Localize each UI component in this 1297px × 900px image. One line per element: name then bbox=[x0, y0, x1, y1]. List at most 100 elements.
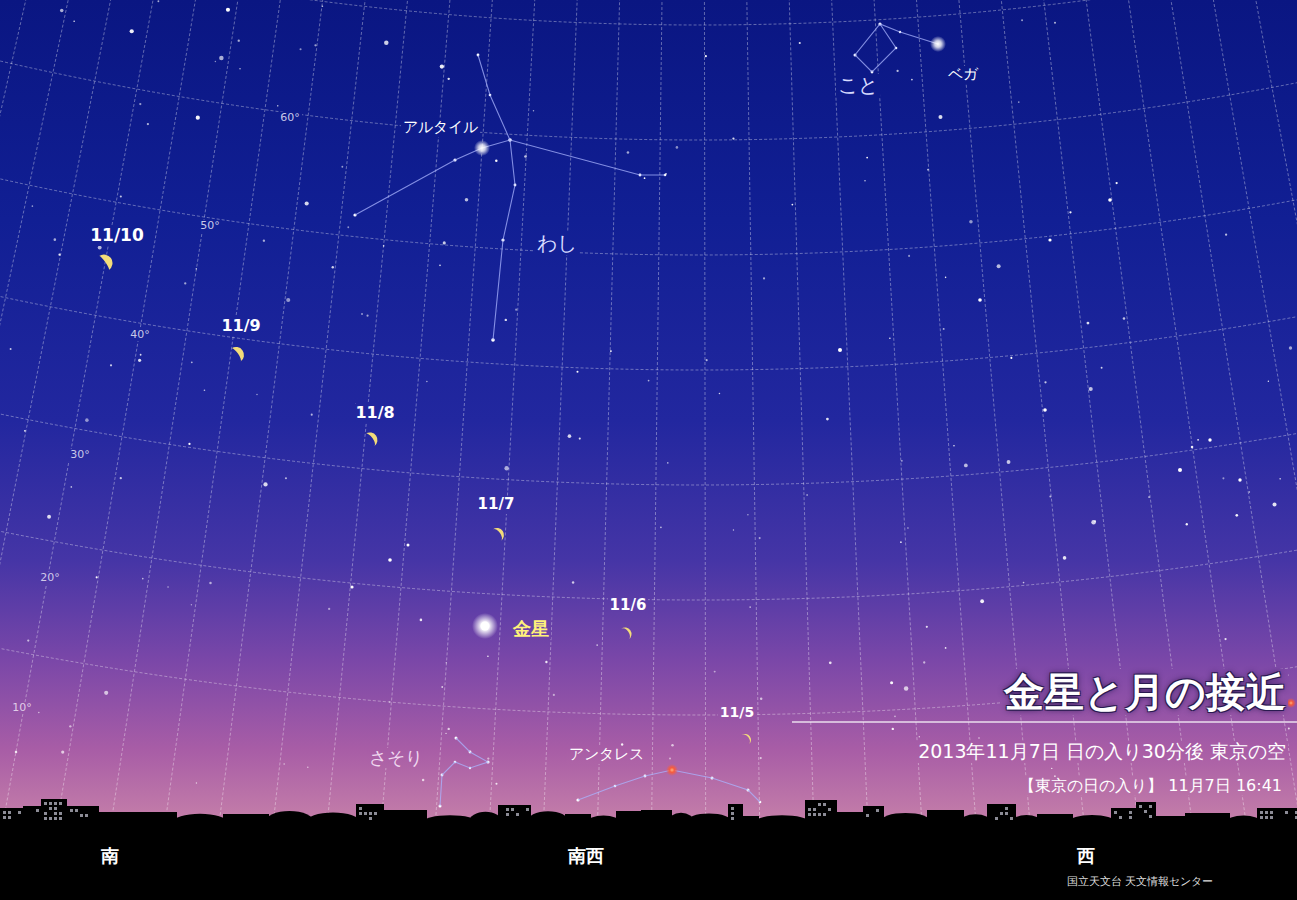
window-light bbox=[3, 811, 6, 814]
star bbox=[61, 751, 64, 754]
star bbox=[110, 364, 112, 366]
bright-stars bbox=[472, 36, 1296, 776]
window-light bbox=[731, 812, 734, 815]
azimuth-line bbox=[0, 0, 70, 830]
window-light bbox=[1149, 805, 1152, 808]
star bbox=[328, 608, 330, 610]
altitude-label: 10° bbox=[10, 702, 34, 715]
azimuth-line bbox=[704, 0, 705, 830]
star bbox=[553, 694, 555, 696]
building bbox=[743, 816, 759, 823]
window-light bbox=[44, 802, 47, 805]
chart-title: 金星と月の接近 bbox=[1002, 669, 1288, 715]
venus-core bbox=[481, 622, 490, 631]
star bbox=[440, 64, 444, 68]
star bbox=[1225, 234, 1227, 236]
star bbox=[1018, 101, 1020, 103]
star bbox=[890, 681, 893, 684]
star bbox=[70, 486, 72, 488]
building bbox=[384, 810, 427, 823]
window-light bbox=[374, 812, 377, 815]
window-light bbox=[516, 813, 519, 816]
window-light bbox=[369, 817, 372, 820]
window-light bbox=[1265, 816, 1268, 819]
window-light bbox=[1129, 811, 1132, 814]
star bbox=[332, 266, 334, 268]
moon-date: 11/8 bbox=[353, 404, 396, 422]
star bbox=[648, 380, 650, 382]
window-light bbox=[80, 814, 83, 817]
star bbox=[945, 647, 947, 649]
window-light bbox=[8, 816, 11, 819]
star bbox=[733, 529, 734, 530]
star bbox=[545, 661, 547, 663]
azimuth-line bbox=[874, 0, 923, 830]
star bbox=[610, 350, 612, 352]
star bbox=[1178, 468, 1182, 472]
azimuth-line bbox=[110, 0, 239, 830]
azimuth-line bbox=[652, 0, 663, 830]
star bbox=[568, 434, 572, 438]
building bbox=[1156, 816, 1185, 823]
building bbox=[223, 814, 269, 823]
window-light bbox=[995, 817, 998, 820]
window-light bbox=[49, 807, 52, 810]
star bbox=[1148, 496, 1150, 498]
star bbox=[576, 371, 578, 373]
window-light bbox=[823, 803, 826, 806]
window-light bbox=[59, 812, 62, 815]
direction-label: 南 bbox=[101, 846, 119, 867]
lyra-line bbox=[855, 24, 938, 72]
star bbox=[407, 544, 410, 547]
star bbox=[204, 389, 206, 391]
window-light bbox=[1270, 816, 1273, 819]
star bbox=[1007, 460, 1011, 464]
altitude-circle bbox=[0, 0, 1297, 140]
tree-shape bbox=[1012, 815, 1041, 829]
building bbox=[837, 812, 863, 823]
window-light bbox=[49, 817, 52, 820]
chart-caption: 2013年11月7日 日の入り30分後 東京の空 bbox=[916, 741, 1288, 763]
star bbox=[383, 245, 385, 247]
window-light bbox=[818, 813, 821, 816]
star bbox=[1089, 387, 1093, 391]
azimuth-line bbox=[1296, 0, 1297, 830]
window-light bbox=[866, 814, 869, 817]
window-light bbox=[44, 812, 47, 815]
window-light bbox=[359, 807, 362, 810]
altair-star bbox=[474, 140, 490, 156]
star bbox=[1279, 478, 1281, 480]
star bbox=[791, 204, 793, 206]
star bbox=[138, 359, 141, 362]
star bbox=[445, 733, 446, 734]
building bbox=[728, 804, 743, 823]
window-light bbox=[18, 811, 21, 814]
star bbox=[1051, 768, 1052, 769]
tree-shape bbox=[880, 813, 931, 831]
window-light bbox=[36, 809, 39, 812]
star bbox=[215, 61, 217, 63]
star bbox=[1101, 367, 1103, 369]
star bbox=[866, 157, 868, 159]
altitude-label: 50° bbox=[198, 220, 222, 233]
star bbox=[388, 558, 392, 562]
star bbox=[889, 337, 891, 339]
star bbox=[660, 526, 662, 528]
building bbox=[67, 806, 99, 823]
window-light bbox=[54, 812, 57, 815]
window-light bbox=[359, 812, 362, 815]
star bbox=[945, 277, 947, 279]
altitude-label: 20° bbox=[38, 572, 62, 585]
moon-crescent bbox=[621, 625, 634, 639]
star bbox=[714, 671, 716, 673]
star bbox=[130, 29, 134, 33]
window-light bbox=[1260, 811, 1263, 814]
star bbox=[389, 701, 391, 703]
star bbox=[911, 79, 913, 81]
window-light bbox=[54, 817, 57, 820]
window-light bbox=[85, 814, 88, 817]
star bbox=[621, 743, 623, 745]
star bbox=[1048, 238, 1051, 241]
star bbox=[980, 599, 984, 603]
window-light bbox=[1010, 817, 1013, 820]
